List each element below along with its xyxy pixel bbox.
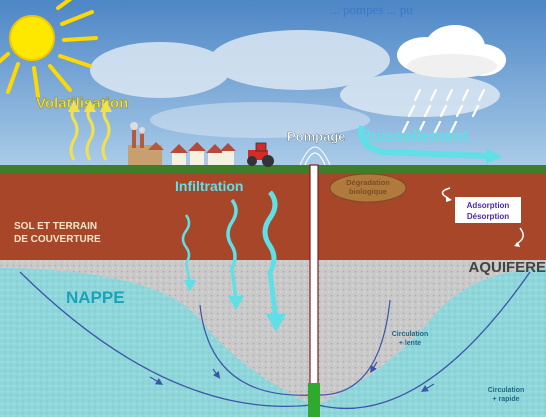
header-text: ... pompes ... pu: [330, 2, 413, 17]
sky-clouds: [90, 30, 500, 138]
ruissellement-label: Ruissellement: [360, 128, 469, 145]
adsorption-box: [455, 197, 521, 223]
volatilisation-label: Volatilisation: [36, 95, 128, 112]
circulation-rapide-2: + rapide: [492, 396, 519, 403]
degradation-oval: [329, 173, 407, 203]
volatilisation-arrowheads: [68, 100, 112, 112]
flow-arrow: [370, 361, 378, 374]
circulation-lente-2: + lente: [399, 340, 421, 347]
flow-curve-left-inner: [199, 304, 313, 396]
circulation-rapide-1: Circulation: [488, 387, 525, 394]
flow-curve-right-inner: [319, 299, 391, 396]
flow-arrow: [149, 376, 164, 385]
nappe-label: NAPPE: [66, 288, 125, 307]
flow-arrow: [212, 368, 221, 379]
tractor-icon: [247, 142, 274, 167]
grass-strip: [0, 165, 546, 173]
flow-curve-left-outer: [19, 271, 313, 408]
rain-cloud-icon: [397, 25, 506, 134]
degradation-label-2: biologique: [349, 187, 387, 196]
infiltration-label: Infiltration: [175, 178, 243, 194]
factory-icon: [128, 122, 164, 165]
houses-icon: [170, 142, 236, 165]
circulation-lente-1: Circulation: [392, 331, 429, 338]
volatilisation-arrows: [69, 107, 111, 161]
infiltration-arrowheads: [184, 280, 286, 332]
runoff-arrowhead: [486, 148, 502, 164]
sol-label-2: DE COUVERTURE: [14, 234, 101, 245]
well-pump-icon: [299, 146, 331, 417]
pompage-label: Pompage: [287, 129, 346, 144]
degradation-label-1: Dégradation: [346, 178, 390, 187]
aquifere-label: AQUIFERE: [468, 259, 546, 276]
flow-arrow: [420, 383, 435, 392]
runoff-arrow: [358, 125, 491, 159]
adsorption-arrowhead: [446, 196, 452, 202]
sun-icon: [0, 0, 98, 98]
adsorption-label: Adsorption: [467, 201, 510, 210]
infiltration-arrows: [181, 190, 279, 321]
sol-label-1: SOL ET TERRAIN: [14, 221, 97, 232]
desorption-label: Désorption: [467, 212, 509, 221]
water-table: [0, 268, 546, 417]
flow-curve-right-outer: [317, 271, 531, 409]
desorption-arrowhead: [514, 242, 520, 247]
